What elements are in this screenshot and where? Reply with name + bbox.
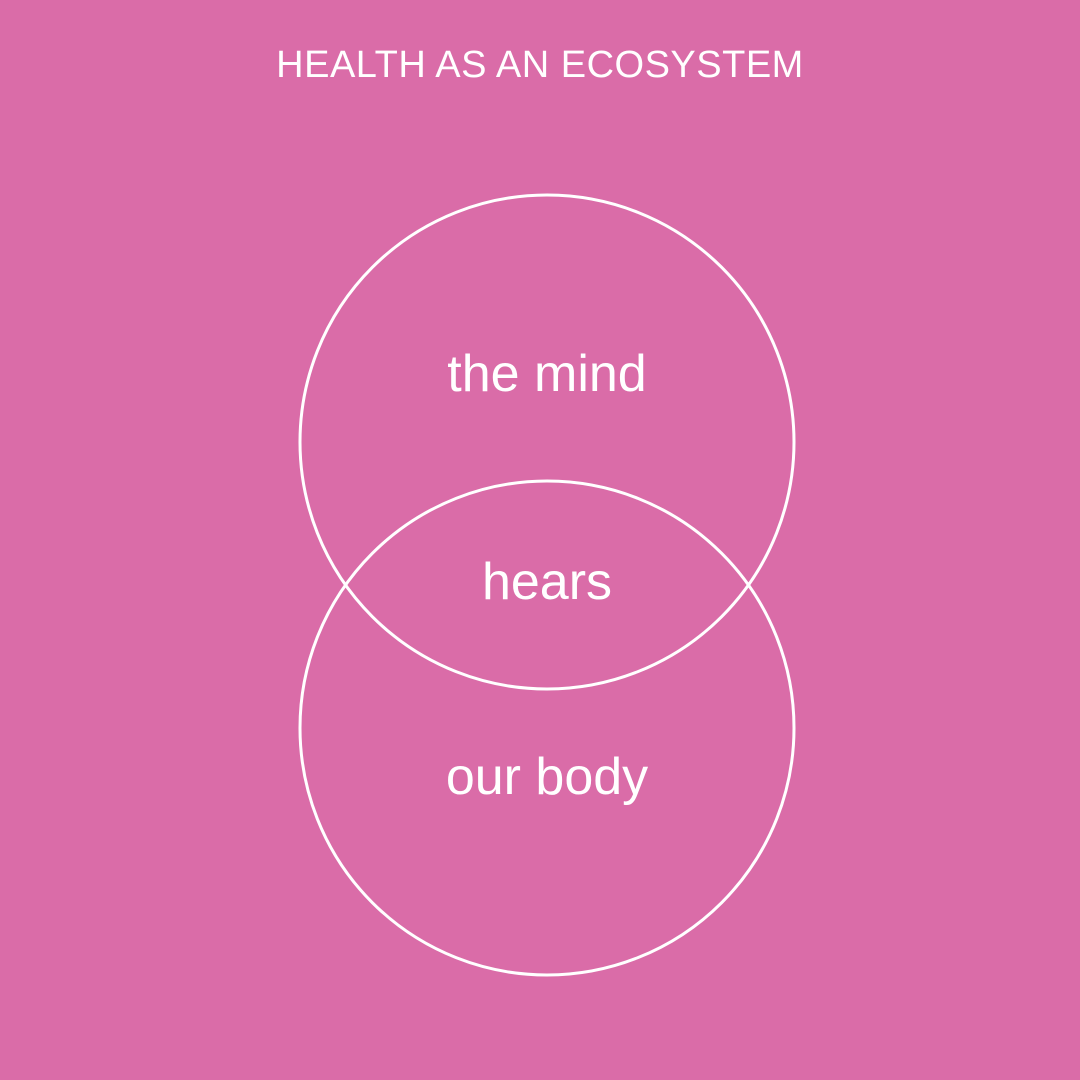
- mind-label: the mind: [447, 345, 647, 403]
- body-label: our body: [445, 748, 649, 806]
- mind-circle: [298, 193, 796, 691]
- page-title: HEALTH AS AN ECOSYSTEM: [276, 44, 804, 86]
- overlap-label: hears: [481, 553, 613, 611]
- body-circle: [298, 479, 796, 977]
